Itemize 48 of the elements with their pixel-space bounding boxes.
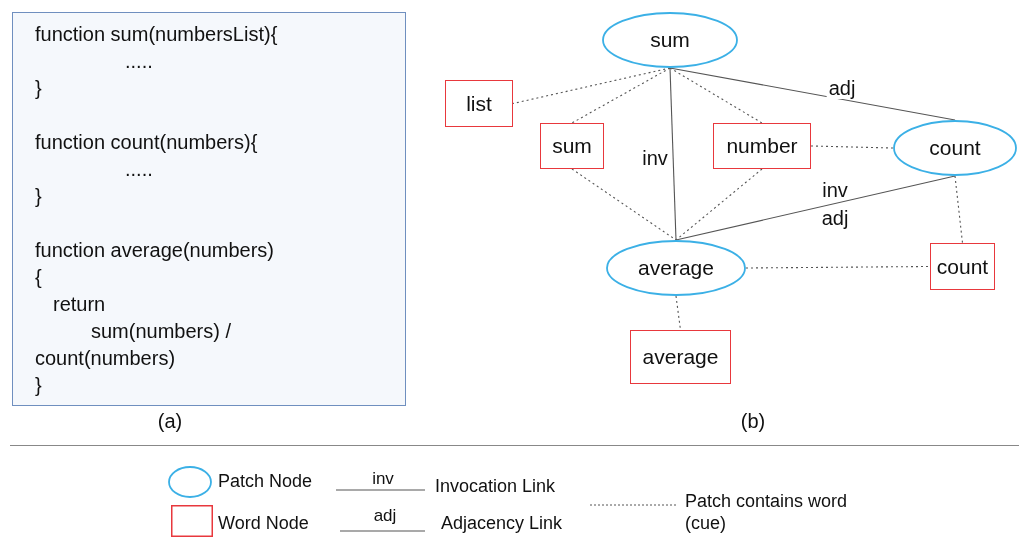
node-label: sum [552, 134, 592, 158]
patch-node-ellipse [602, 12, 738, 68]
panel-caption: (b) [740, 409, 766, 433]
legend-label: Adjacency Link [441, 512, 563, 534]
code-line: ..... [125, 49, 153, 74]
panel-caption: (a) [157, 409, 183, 433]
node-label: count [929, 136, 981, 160]
code-panel [12, 12, 406, 406]
code-line: ..... [125, 157, 153, 182]
legend-label: Patch Node [218, 470, 313, 492]
node-label: list [466, 91, 492, 116]
node-label: number [726, 134, 798, 158]
code-line: } [35, 373, 42, 398]
code-line: sum(numbers) / [91, 319, 232, 344]
legend-sample-label: inv [372, 469, 394, 489]
patch-node-ellipse [606, 240, 746, 296]
word-node-box [445, 80, 513, 127]
code-line: function average(numbers) [35, 238, 274, 263]
code-line: } [35, 184, 42, 209]
edge-label: inv adj [820, 178, 850, 231]
link-line [669, 67, 956, 121]
dotted-link [571, 67, 671, 124]
legend-label: Patch contains word (cue) [685, 490, 849, 534]
legend-label: Invocation Link [435, 475, 556, 497]
code-line: function count(numbers){ [35, 130, 258, 155]
node-label: sum [650, 28, 690, 52]
dotted-link [571, 168, 677, 241]
code-line: function sum(numbersList){ [35, 22, 278, 47]
link-line [669, 67, 677, 241]
dotted-link [810, 145, 894, 149]
node-label: average [642, 345, 719, 369]
word-node-box [713, 123, 811, 169]
code-line: { [35, 265, 42, 290]
code-line: count(numbers) [35, 346, 176, 371]
patch-node-ellipse [893, 120, 1017, 176]
word-node-box [930, 243, 995, 290]
legend-label: Word Node [218, 512, 309, 534]
dotted-link [675, 295, 682, 331]
word-node-box [630, 330, 731, 384]
link-line [675, 175, 956, 241]
node-label: count [936, 254, 989, 279]
word-node-box [540, 123, 604, 169]
code-line: } [35, 76, 42, 101]
legend-sample-label: adj [373, 506, 397, 526]
edge-label: adj [826, 77, 858, 99]
dotted-link [954, 175, 964, 244]
code-line: return [53, 292, 106, 317]
node-label: average [638, 256, 714, 280]
